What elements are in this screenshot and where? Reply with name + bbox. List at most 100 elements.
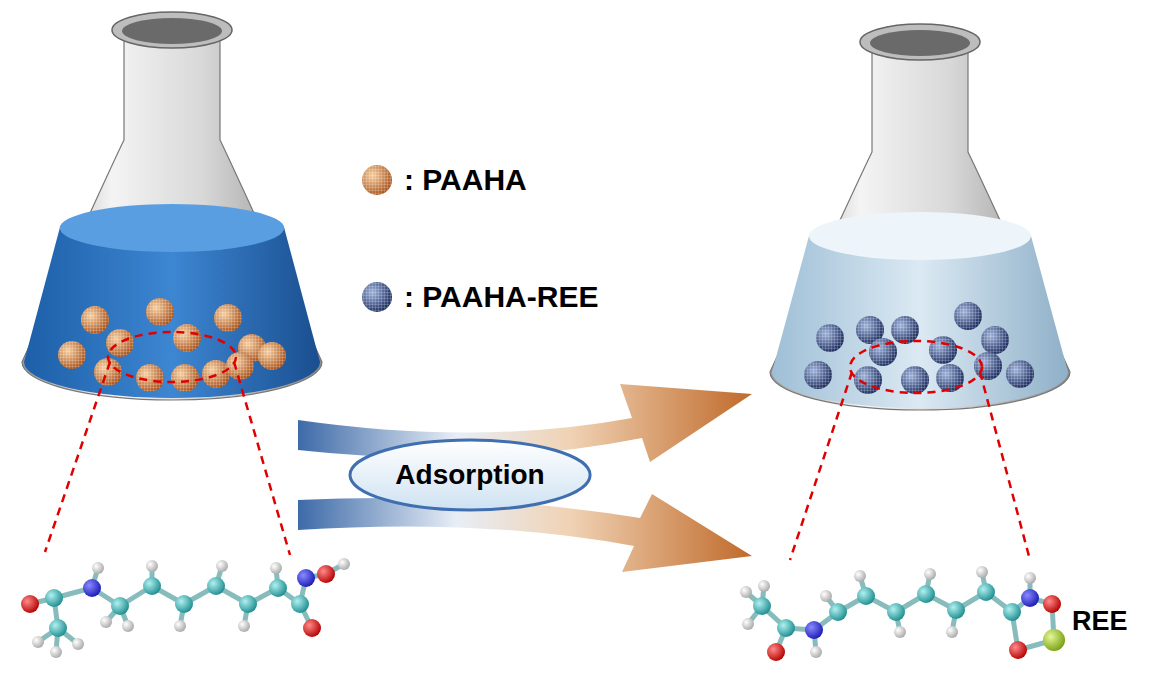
atom bbox=[1009, 641, 1027, 659]
atom bbox=[122, 620, 134, 632]
bead bbox=[173, 324, 201, 352]
molecule-model bbox=[21, 558, 350, 658]
bead-texture bbox=[362, 165, 392, 195]
bead-texture bbox=[214, 304, 242, 332]
atom bbox=[49, 619, 67, 637]
flask-liquid bbox=[772, 236, 1068, 408]
flask bbox=[770, 24, 1070, 410]
atom bbox=[829, 603, 847, 621]
bead-body bbox=[58, 341, 86, 369]
atom bbox=[143, 577, 161, 595]
liquid-surface bbox=[60, 204, 284, 252]
bead-body bbox=[226, 352, 254, 380]
atom bbox=[92, 562, 104, 574]
atom bbox=[810, 646, 822, 658]
bead-texture bbox=[58, 341, 86, 369]
bead-texture bbox=[258, 342, 286, 370]
bead-body bbox=[1006, 360, 1034, 388]
bead bbox=[171, 364, 199, 392]
atom bbox=[50, 646, 62, 658]
bead-body bbox=[171, 364, 199, 392]
atom bbox=[291, 595, 309, 613]
bead-body bbox=[981, 326, 1009, 354]
fork-arrow bbox=[298, 384, 752, 572]
bead-body bbox=[974, 352, 1002, 380]
atom bbox=[1043, 595, 1061, 613]
atom bbox=[805, 621, 823, 639]
bead-texture bbox=[974, 352, 1002, 380]
atom bbox=[317, 565, 335, 583]
bead-texture bbox=[81, 306, 109, 334]
molecule-model bbox=[740, 566, 1065, 661]
zoom-leader bbox=[790, 372, 852, 560]
legend-entry: : PAAHA bbox=[360, 163, 527, 197]
bead bbox=[214, 304, 242, 332]
atom bbox=[45, 589, 63, 607]
flask-rim bbox=[112, 12, 232, 48]
legend-swatch bbox=[360, 280, 394, 314]
atom bbox=[820, 590, 832, 602]
bead-body bbox=[173, 324, 201, 352]
atom bbox=[174, 620, 186, 632]
bead-body bbox=[901, 366, 929, 394]
bead-texture bbox=[816, 324, 844, 352]
bead bbox=[81, 306, 109, 334]
flask-rim bbox=[860, 24, 980, 60]
atom bbox=[946, 626, 958, 638]
atom bbox=[924, 568, 936, 580]
zoom-leader bbox=[980, 372, 1030, 560]
atom bbox=[976, 566, 988, 578]
element-label: REE bbox=[1072, 606, 1128, 637]
bead bbox=[226, 352, 254, 380]
bead-texture bbox=[106, 329, 134, 357]
atom bbox=[270, 562, 282, 574]
bead-texture bbox=[929, 336, 957, 364]
bead bbox=[936, 364, 964, 392]
bead bbox=[901, 366, 929, 394]
bead-body bbox=[106, 329, 134, 357]
bead-body bbox=[804, 361, 832, 389]
bead-body bbox=[954, 302, 982, 330]
bead bbox=[929, 336, 957, 364]
bead-body bbox=[936, 364, 964, 392]
atom bbox=[1021, 589, 1039, 607]
atom bbox=[32, 636, 44, 648]
bead bbox=[106, 329, 134, 357]
bead-texture bbox=[1006, 360, 1034, 388]
atom bbox=[767, 643, 785, 661]
liquid-surface bbox=[809, 212, 1031, 260]
bead-body bbox=[816, 324, 844, 352]
bead-texture bbox=[173, 324, 201, 352]
atom bbox=[238, 620, 250, 632]
bead bbox=[58, 341, 86, 369]
atom bbox=[742, 618, 754, 630]
atom bbox=[977, 583, 995, 601]
atom bbox=[100, 616, 112, 628]
atom bbox=[887, 603, 905, 621]
bead-body bbox=[146, 298, 174, 326]
bead-body bbox=[362, 165, 392, 195]
atom bbox=[1003, 603, 1021, 621]
zoom-leader bbox=[45, 362, 110, 552]
bead bbox=[804, 361, 832, 389]
atom bbox=[854, 570, 866, 582]
bead-texture bbox=[936, 364, 964, 392]
bead bbox=[146, 298, 174, 326]
bead-texture bbox=[981, 326, 1009, 354]
bead-texture bbox=[362, 282, 392, 312]
atom bbox=[297, 569, 315, 587]
bead bbox=[954, 302, 982, 330]
atom bbox=[175, 595, 193, 613]
bead-texture bbox=[171, 364, 199, 392]
bead-texture bbox=[804, 361, 832, 389]
atom bbox=[269, 579, 287, 597]
bead-texture bbox=[146, 298, 174, 326]
bead-texture bbox=[854, 366, 882, 394]
legend-text: : PAAHA-REE bbox=[404, 280, 598, 314]
zoom-ring bbox=[108, 332, 236, 382]
legend-text: : PAAHA bbox=[404, 163, 527, 197]
node-text: Adsorption bbox=[395, 459, 544, 491]
bead-body bbox=[214, 304, 242, 332]
